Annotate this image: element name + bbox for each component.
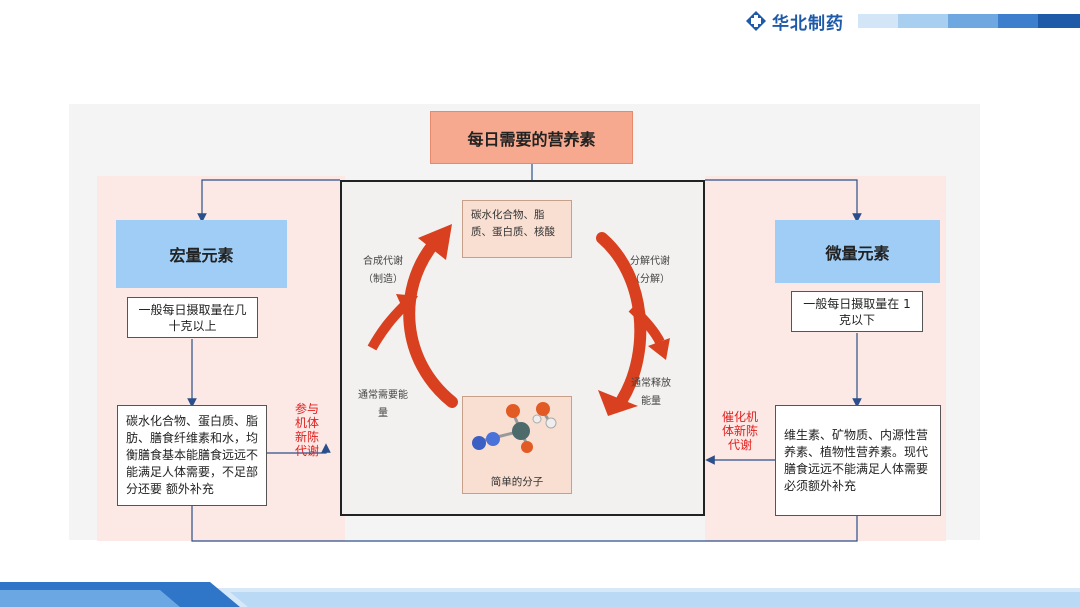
- macromolecules-box: 碳水化合物、脂质、蛋白质、核酸: [462, 200, 572, 258]
- footer-band: [0, 582, 1080, 607]
- brand-name: 华北制药: [772, 13, 844, 34]
- micro-details-text: 维生素、矿物质、内源性营养素、植物性营养素。现代膳食远远不能满足人体需要必须额外…: [784, 427, 929, 493]
- micro-heading: 微量元素: [775, 220, 940, 283]
- energy-in-arrowhead-icon: [396, 294, 418, 316]
- energy-out-arrowhead-icon: [648, 338, 670, 360]
- micro-description: 一般每日摄取量在 1克以下: [791, 291, 923, 332]
- metabolism-arrows: [367, 224, 670, 416]
- energy-out-arrow-icon: [628, 304, 665, 345]
- anabolism-label: 合成代谢（制造）: [363, 256, 403, 285]
- anabolism-arrow-icon: [403, 240, 458, 408]
- anabolism-arrowhead-icon: [418, 224, 452, 260]
- energy-need-label: 通常需要能量: [358, 390, 408, 419]
- catabolism-arrowhead-icon: [598, 390, 638, 416]
- macro-side-label: 参与机体新陈代谢: [294, 402, 319, 458]
- macro-details: 碳水化合物、蛋白质、脂肪、膳食纤维素和水，均衡膳食基本能膳食远远不能满足人体需要…: [117, 405, 267, 506]
- energy-in-arrow-icon: [367, 302, 408, 351]
- simple-molecules-box: [462, 396, 572, 494]
- micro-side-label: 催化机体新陈代谢: [721, 410, 758, 452]
- diagram-title: 每日需要的营养素: [430, 111, 633, 164]
- catabolism-label: 分解代谢（分解）: [630, 256, 670, 285]
- macro-description: 一般每日摄取量在几十克以上: [127, 297, 258, 338]
- micro-details: 维生素、矿物质、内源性营养素、植物性营养素。现代膳食远远不能满足人体需要必须额外…: [775, 405, 941, 516]
- energy-release-label: 通常释放能量: [631, 378, 671, 407]
- simple-molecules-caption: 简单的分子: [490, 476, 544, 488]
- macro-details-text: 碳水化合物、蛋白质、脂肪、膳食纤维素和水，均衡膳食基本能膳食远远不能满足人体需要…: [126, 414, 259, 496]
- macro-heading: 宏量元素: [116, 220, 287, 288]
- header-gradient-bar: [858, 14, 1080, 28]
- brand-logo: 华北制药: [745, 8, 855, 34]
- brand-logo-icon: [746, 11, 766, 31]
- molecules-icon: [472, 402, 557, 453]
